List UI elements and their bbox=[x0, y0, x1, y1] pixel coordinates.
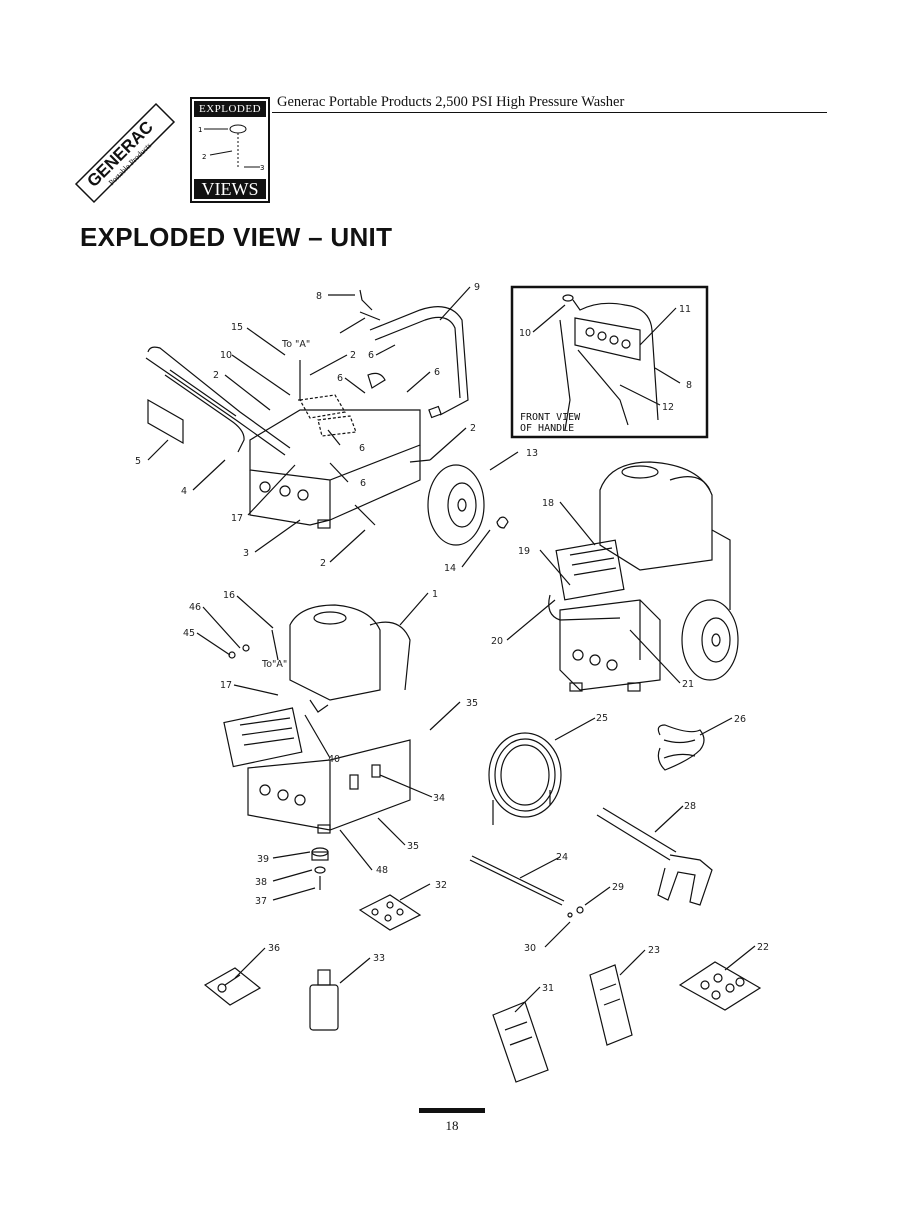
callout-label: 14 bbox=[444, 563, 456, 574]
callout-label: 32 bbox=[435, 880, 447, 891]
callout-label: 23 bbox=[648, 945, 660, 956]
callout-label: 2 bbox=[320, 558, 326, 569]
callout-label: 40 bbox=[328, 754, 340, 765]
callout-label: 29 bbox=[612, 882, 624, 893]
callout-label: 12 bbox=[662, 402, 674, 413]
callout-label: 17 bbox=[220, 680, 232, 691]
callout-label: 48 bbox=[376, 865, 388, 876]
callout-label: 26 bbox=[734, 714, 746, 725]
callout-label: 19 bbox=[518, 546, 530, 557]
callout-label: 21 bbox=[682, 679, 694, 690]
callout-label: 11 bbox=[679, 304, 691, 315]
exploded-views-badge: EXPLODED 1 2 3 VIEWS bbox=[190, 97, 270, 203]
callout-label: 6 bbox=[434, 367, 440, 378]
document-header-title: Generac Portable Products 2,500 PSI High… bbox=[277, 94, 625, 110]
callout-label: 10 bbox=[220, 350, 232, 361]
to-a-label: To "A" bbox=[281, 339, 310, 350]
svg-text:1: 1 bbox=[198, 126, 202, 134]
callout-label: 8 bbox=[686, 380, 692, 391]
callout-label: 2 bbox=[213, 370, 219, 381]
callout-label: 33 bbox=[373, 953, 385, 964]
callout-label: 35 bbox=[466, 698, 478, 709]
callout-label: 9 bbox=[474, 282, 480, 293]
page-number-bar bbox=[419, 1108, 485, 1113]
inset-caption-line2: OF HANDLE bbox=[520, 423, 574, 434]
page-number: 18 bbox=[445, 1118, 459, 1133]
header-rule bbox=[272, 112, 827, 113]
callout-label: 39 bbox=[257, 854, 269, 865]
callout-label: 17 bbox=[231, 513, 243, 524]
callout-label: 31 bbox=[542, 983, 554, 994]
callout-label: 46 bbox=[189, 602, 201, 613]
callout-label: 25 bbox=[596, 713, 608, 724]
callout-label: 16 bbox=[223, 590, 235, 601]
callout-label: 1 bbox=[432, 589, 438, 600]
generac-logo: GENERAC Portable Products bbox=[74, 102, 176, 204]
callout-label: 24 bbox=[556, 852, 568, 863]
callout-label: 38 bbox=[255, 877, 267, 888]
callout-label: 36 bbox=[268, 943, 280, 954]
callout-label: 6 bbox=[359, 443, 365, 454]
svg-text:3: 3 bbox=[260, 164, 264, 172]
callout-label: 8 bbox=[316, 291, 322, 302]
callout-label: 15 bbox=[231, 322, 243, 333]
callout-label: 28 bbox=[684, 801, 696, 812]
callout-label: 37 bbox=[255, 896, 267, 907]
callout-label: 2 bbox=[350, 350, 356, 361]
svg-text:2: 2 bbox=[202, 153, 206, 161]
badge-top-label: EXPLODED bbox=[194, 101, 266, 117]
badge-bottom-label: VIEWS bbox=[194, 179, 266, 199]
callout-label: 6 bbox=[368, 350, 374, 361]
inset-caption-line1: FRONT VIEW bbox=[520, 412, 581, 423]
callout-label: 20 bbox=[491, 636, 503, 647]
callout-label: 18 bbox=[542, 498, 554, 509]
callout-label: 6 bbox=[337, 373, 343, 384]
callout-label: 34 bbox=[433, 793, 445, 804]
callout-label: 6 bbox=[360, 478, 366, 489]
callout-label: 5 bbox=[135, 456, 141, 467]
badge-mini-diagram: 1 2 3 bbox=[198, 124, 264, 172]
callout-label: 30 bbox=[524, 943, 536, 954]
callout-label: 2 bbox=[470, 423, 476, 434]
page-title: EXPLODED VIEW – UNIT bbox=[80, 222, 393, 252]
to-a-label: To"A" bbox=[261, 659, 287, 670]
callout-label: 22 bbox=[757, 942, 769, 953]
callout-label: 3 bbox=[243, 548, 249, 559]
callout-label: 13 bbox=[526, 448, 538, 459]
callout-label: 10 bbox=[519, 328, 531, 339]
callout-label: 4 bbox=[181, 486, 187, 497]
callout-label: 35 bbox=[407, 841, 419, 852]
callout-label: 45 bbox=[183, 628, 195, 639]
